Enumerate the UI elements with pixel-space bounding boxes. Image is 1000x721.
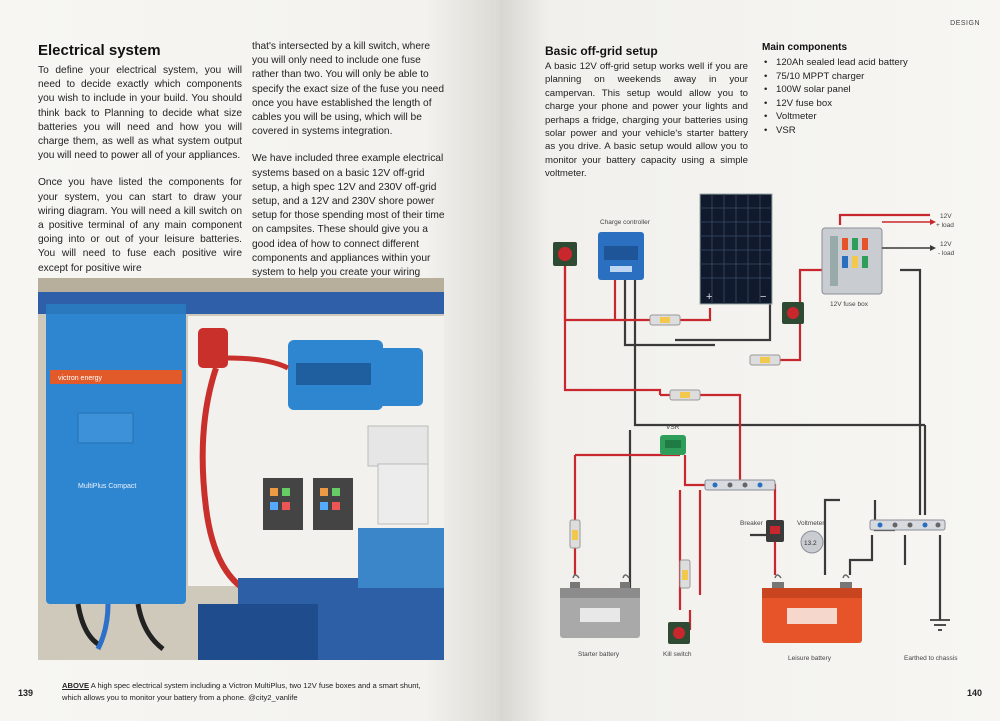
list-item: •12V fuse box	[764, 97, 833, 109]
right-page: DESIGN Basic off-grid setup A basic 12V …	[500, 0, 1000, 721]
label-kill-switch: Kill switch	[663, 651, 692, 658]
list-item: •VSR	[764, 124, 796, 136]
text-column-1: To define your electrical system, you wi…	[38, 64, 242, 289]
label-breaker: Breaker	[740, 520, 764, 527]
list-item: •Voltmeter	[764, 111, 817, 123]
kill-switch-middle	[782, 302, 804, 324]
fuse-box	[821, 227, 883, 295]
label-leisure-battery: Leisure battery	[788, 655, 832, 662]
svg-text:+: +	[706, 291, 712, 303]
text-column-2: that's intersected by a kill switch, whe…	[252, 40, 448, 307]
kill-switch-top	[553, 242, 577, 266]
paragraph: Once you have listed the components for …	[38, 177, 242, 274]
caption-text: A high spec electrical system including …	[62, 681, 421, 702]
breaker	[766, 520, 784, 542]
caption-lead: ABOVE	[62, 681, 90, 690]
solar-panel: + −	[699, 193, 773, 305]
paragraph: We have included three example electrica…	[252, 153, 445, 292]
charge-controller	[598, 232, 644, 280]
label-fuse-box: 12V fuse box	[830, 301, 869, 308]
list-item: •120Ah sealed lead acid battery	[764, 57, 908, 68]
label-voltmeter: Voltmeter	[797, 520, 825, 527]
kill-switch-bottom	[668, 622, 690, 644]
section-tag: DESIGN	[950, 20, 980, 27]
positive-busbar	[704, 479, 776, 491]
label-charge-controller: Charge controller	[600, 219, 651, 226]
label-load-pos: 12V	[940, 213, 952, 220]
label-vsr: VSR	[666, 424, 680, 431]
label-load-neg: 12V	[940, 241, 952, 248]
photo-model: MultiPlus Compact	[78, 483, 136, 490]
left-page: Electrical system To define your electri…	[0, 0, 500, 721]
photo-caption: ABOVE A high spec electrical system incl…	[62, 680, 442, 704]
section-title: Basic off-grid setup	[545, 44, 658, 58]
paragraph: To define your electrical system, you wi…	[38, 65, 242, 162]
electrical-system-photo: victron energy MultiPlus Compact	[38, 278, 444, 660]
list-item: •75/10 MPPT charger	[764, 70, 865, 82]
page-number-left: 139	[18, 688, 34, 698]
list-item: •100W solar panel	[764, 84, 851, 96]
voltmeter: 13.2	[800, 530, 824, 554]
voltmeter-readout: 13.2	[804, 540, 817, 547]
inline-fuse	[569, 314, 781, 589]
main-components-list: •120Ah sealed lead acid battery •75/10 M…	[762, 56, 908, 138]
label-earth: Earthed to chassis	[904, 655, 958, 662]
vsr-relay	[660, 435, 686, 455]
main-components-title: Main components	[762, 42, 848, 53]
wiring-diagram: Charge controller + −	[553, 193, 958, 662]
battery-clamps	[572, 574, 850, 579]
label-starter-battery: Starter battery	[578, 651, 620, 658]
section-body: A basic 12V off-grid setup works well if…	[545, 61, 748, 180]
label-load-neg-sub: - load	[938, 250, 955, 257]
svg-text:−: −	[760, 291, 766, 303]
starter-battery	[560, 582, 640, 638]
leisure-battery	[762, 582, 862, 643]
photo-brand: victron energy	[58, 375, 102, 382]
page-number-right: 140	[966, 688, 982, 698]
label-load-pos-sub: + load	[936, 222, 954, 229]
paragraph: that's intersected by a kill switch, whe…	[252, 41, 444, 138]
photo-illustration: victron energy MultiPlus Compact	[38, 278, 444, 660]
page-title: Electrical system	[38, 42, 161, 59]
negative-busbar	[869, 519, 946, 531]
earth-icon	[930, 619, 950, 631]
